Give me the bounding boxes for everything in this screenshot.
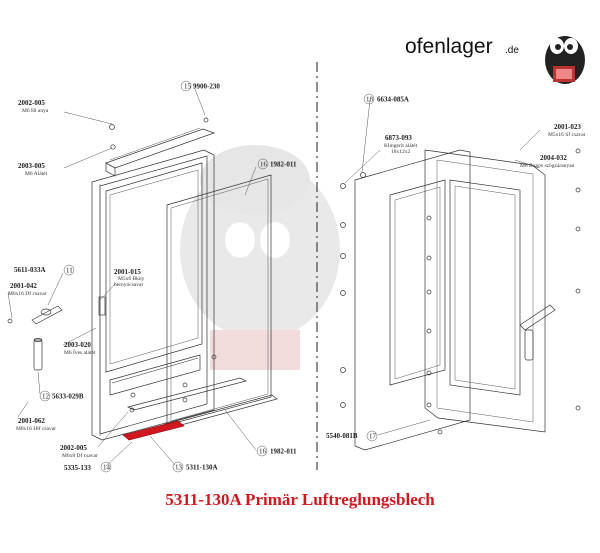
- label-5540-081b: 5540-081B: [326, 432, 358, 440]
- left-labels: 2002-005 M6 Hl anya 15 9900-230 2003-005…: [8, 80, 297, 473]
- label-5611-033a: 5611-033A: [14, 266, 46, 274]
- num-16-bottom: 16: [259, 448, 267, 456]
- label-2001-015-desc2: hernyócsavar: [114, 282, 143, 288]
- label-1982-011-bottom: 1982-011: [270, 448, 297, 456]
- label-5633-029b: 5633-029B: [52, 393, 84, 401]
- label-2004-032-desc: M6 Rugós szögzáranyan: [520, 163, 575, 169]
- right-door-assembly: [340, 99, 581, 451]
- label-2002-005-bottom-desc: M6x8 Df csavar: [62, 452, 98, 459]
- label-2002-005-top-desc: M6 Hl anya: [22, 108, 49, 114]
- label-5335-133: 5335-133: [64, 464, 91, 472]
- left-door-assembly: [7, 88, 278, 467]
- label-2001-042: 2001-042: [10, 282, 37, 290]
- label-2001-023: 2001-023: [554, 123, 581, 131]
- num-12: 12: [42, 393, 50, 401]
- label-2001-062-desc: M8x16 Hlf csavar: [16, 425, 56, 432]
- num-16-top: 16: [260, 161, 268, 169]
- mascot-icon: [545, 36, 585, 84]
- label-2002-005-top: 2002-005: [18, 99, 45, 107]
- num-15: 15: [184, 83, 192, 91]
- label-2003-005-desc: M6 Alátét: [25, 171, 48, 177]
- label-2001-015-desc1: M5x6 Bkny: [118, 276, 145, 282]
- right-labels: 18 6634-085A 6873-093 Klingerit alátét 1…: [326, 93, 586, 442]
- brand-logo: ofenlager .de: [405, 35, 585, 84]
- label-2001-015: 2001-015: [114, 268, 141, 276]
- label-6634-085a: 6634-085A: [377, 96, 409, 104]
- label-2001-023-desc: M5x16 Sf csavar: [548, 131, 586, 138]
- num-13: 13: [175, 464, 183, 472]
- label-2004-032: 2004-032: [540, 154, 567, 162]
- label-2002-005-bottom: 2002-005: [60, 444, 87, 452]
- label-2001-042-desc: M6x16 Df csavar: [8, 290, 47, 297]
- label-2003-020: 2003-020: [64, 341, 91, 349]
- label-1982-011-top: 1982-011: [270, 161, 297, 169]
- watermark-mascot: [180, 145, 340, 370]
- label-5311-130a: 5311-130A: [186, 464, 218, 472]
- label-6873-093: 6873-093: [385, 134, 412, 142]
- caption-title: 5311-130A Primär Luftreglungsblech: [165, 490, 435, 509]
- brand-suffix: .de: [505, 45, 519, 56]
- num-11: 11: [66, 267, 73, 275]
- highlighted-part: [122, 420, 185, 441]
- num-14: 14: [103, 464, 111, 472]
- label-6873-093-desc2: 18x12x2: [391, 149, 411, 155]
- num-17: 17: [369, 433, 377, 441]
- label-6873-093-desc1: Klingerit alátét: [384, 143, 418, 149]
- label-2003-020-desc: M6 Íves alátét: [64, 348, 96, 356]
- brand-name: ofenlager: [405, 35, 493, 58]
- label-2003-005: 2003-005: [18, 162, 45, 170]
- num-18: 18: [366, 96, 374, 104]
- label-9900-230: 9900-230: [193, 83, 220, 91]
- label-2001-062: 2001-062: [18, 417, 45, 425]
